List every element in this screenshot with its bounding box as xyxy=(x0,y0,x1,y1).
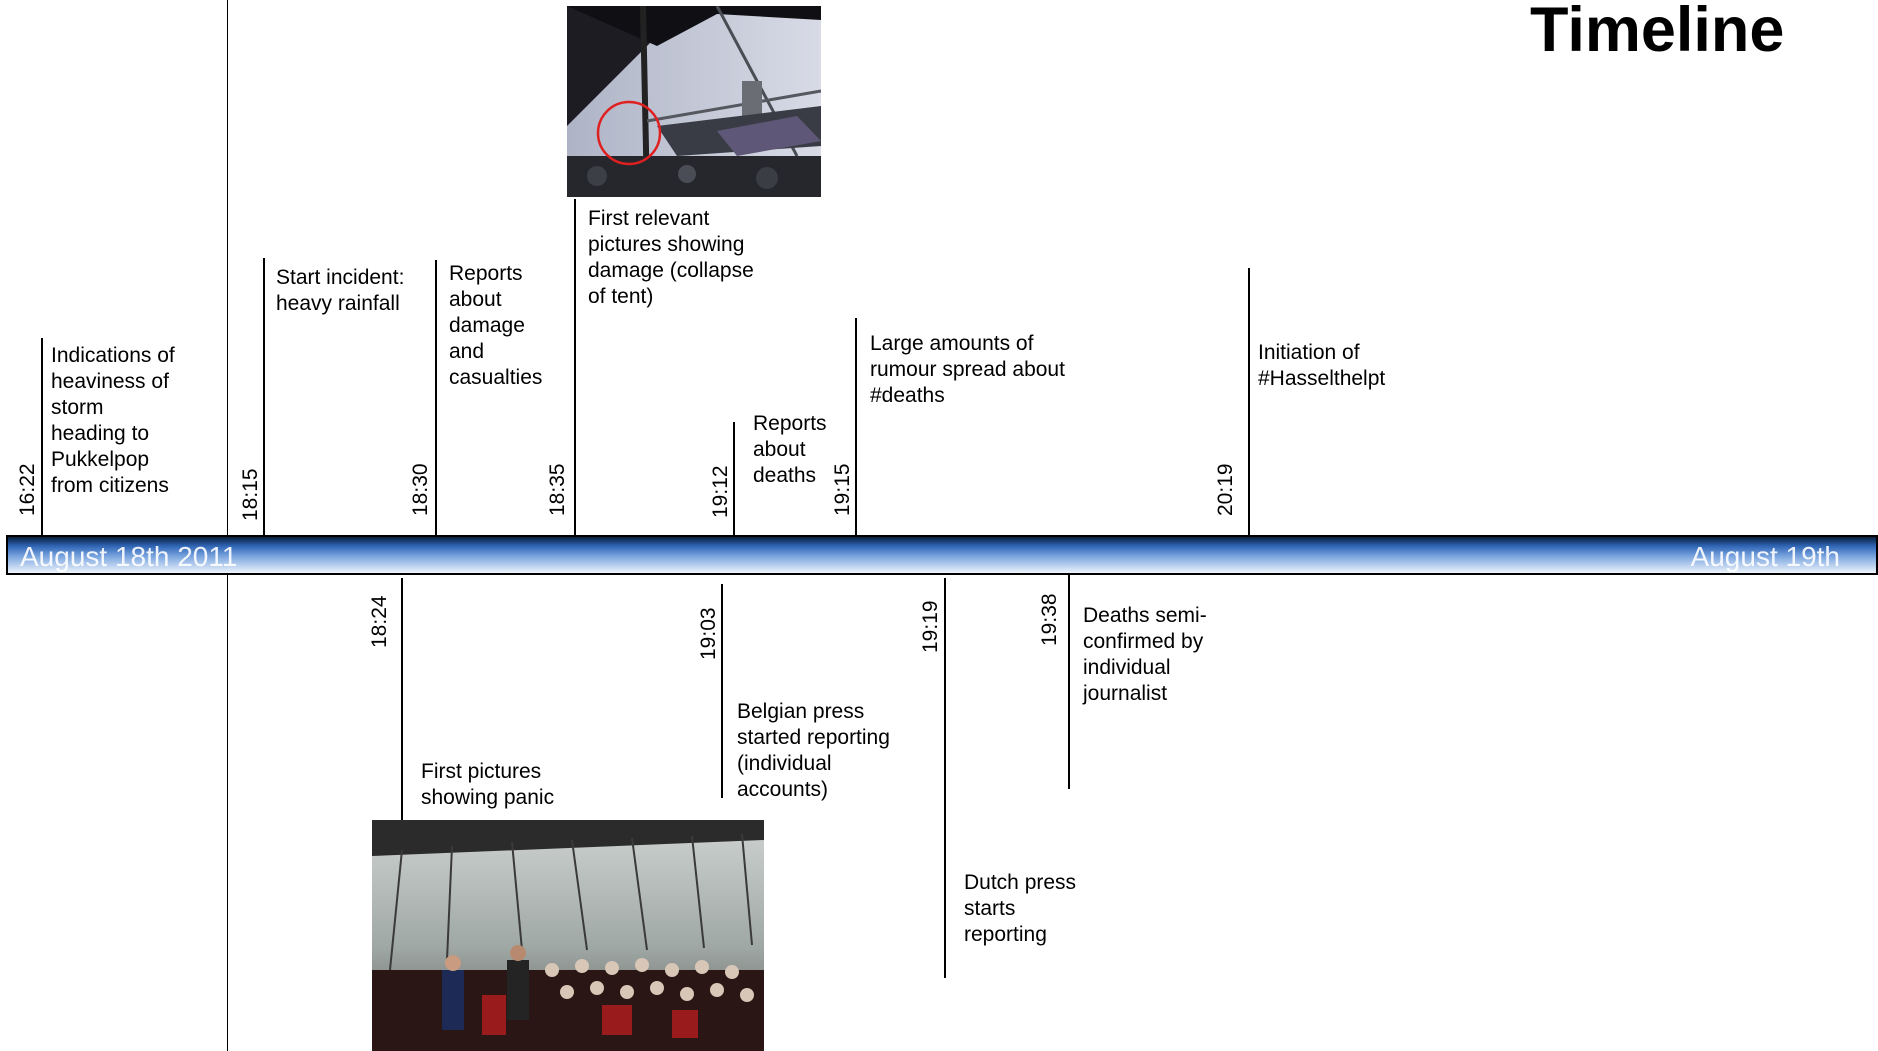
page-title: Timeline xyxy=(1530,0,1785,65)
event-line-1815 xyxy=(263,258,265,535)
event-time-1938: 19:38 xyxy=(1038,593,1061,646)
event-line-1938 xyxy=(1068,575,1070,789)
event-line-1830 xyxy=(435,260,437,535)
event-time-2019: 20:19 xyxy=(1214,463,1237,516)
event-label-2019: Initiation of#Hasselthelpt xyxy=(1258,341,1386,390)
event-time-1919: 19:19 xyxy=(919,600,942,653)
event-line-1912 xyxy=(733,422,735,535)
event-time-1912: 19:12 xyxy=(709,465,732,518)
timeline-bar: August 18th 2011 August 19th xyxy=(6,535,1878,575)
event-time-1915: 19:15 xyxy=(831,463,854,516)
event-line-1915 xyxy=(855,318,857,535)
event-line-1835 xyxy=(574,199,576,535)
event-time-1903: 19:03 xyxy=(697,607,720,660)
event-line-1824 xyxy=(401,578,403,820)
timeline-start-date: August 18th 2011 xyxy=(20,541,238,572)
event-time-1824: 18:24 xyxy=(368,595,391,648)
event-line-1622 xyxy=(41,338,43,535)
event-time-1830: 18:30 xyxy=(409,463,432,516)
day-divider-line xyxy=(227,0,228,1051)
panic-crowd-photo xyxy=(372,820,764,1051)
event-time-1815: 18:15 xyxy=(239,468,262,521)
event-label-1815: Start incident:heavy rainfall xyxy=(276,266,405,315)
event-time-1622: 16:22 xyxy=(16,463,39,516)
event-line-1919 xyxy=(944,578,946,978)
event-time-1835: 18:35 xyxy=(546,463,569,516)
event-line-1903 xyxy=(721,584,723,798)
event-line-2019 xyxy=(1248,268,1250,535)
timeline-end-date: August 19th xyxy=(1690,541,1840,572)
collapsed-tent-photo xyxy=(567,6,821,197)
